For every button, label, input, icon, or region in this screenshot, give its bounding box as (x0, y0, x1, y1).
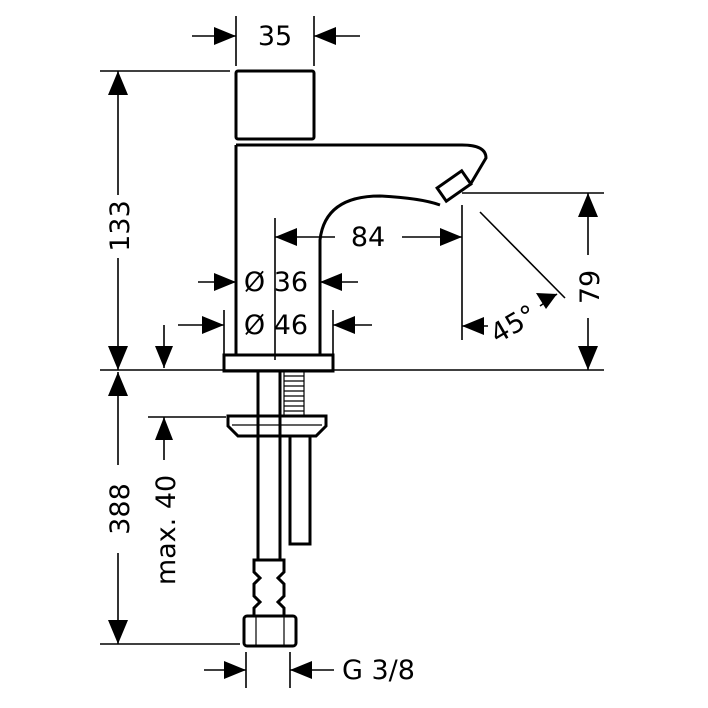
faucet-outline (222, 69, 488, 373)
dimension-diameter-small: Ø 36 (198, 267, 358, 298)
dimension-diameter-large: Ø 46 (178, 310, 372, 355)
diameter-large-label: Ø 46 (244, 310, 308, 341)
countertop-arrow (155, 325, 173, 368)
spout-reach-label: 84 (351, 222, 385, 253)
diameter-small-label: Ø 36 (244, 267, 308, 298)
below-length-label: 388 (105, 483, 136, 535)
height-above-label: 133 (105, 200, 136, 252)
dimension-spout-reach: 84 (274, 205, 463, 360)
dimension-thread: G 3/8 (204, 652, 415, 688)
dimension-top-width: 35 (192, 16, 360, 66)
dimension-max-thickness: max. 40 (148, 416, 226, 585)
mounting-assembly (226, 370, 328, 648)
thread-label: G 3/8 (342, 655, 415, 686)
max-thickness-label: max. 40 (151, 475, 182, 585)
top-width-label: 35 (258, 21, 292, 52)
dimension-below-length: 388 (100, 372, 240, 645)
dimension-angle: 45° (462, 211, 566, 350)
angle-label: 45° (485, 299, 542, 350)
dimension-spout-height: 79 (462, 192, 606, 370)
spout-height-label: 79 (575, 270, 606, 304)
dimension-height-above: 133 (100, 70, 230, 370)
